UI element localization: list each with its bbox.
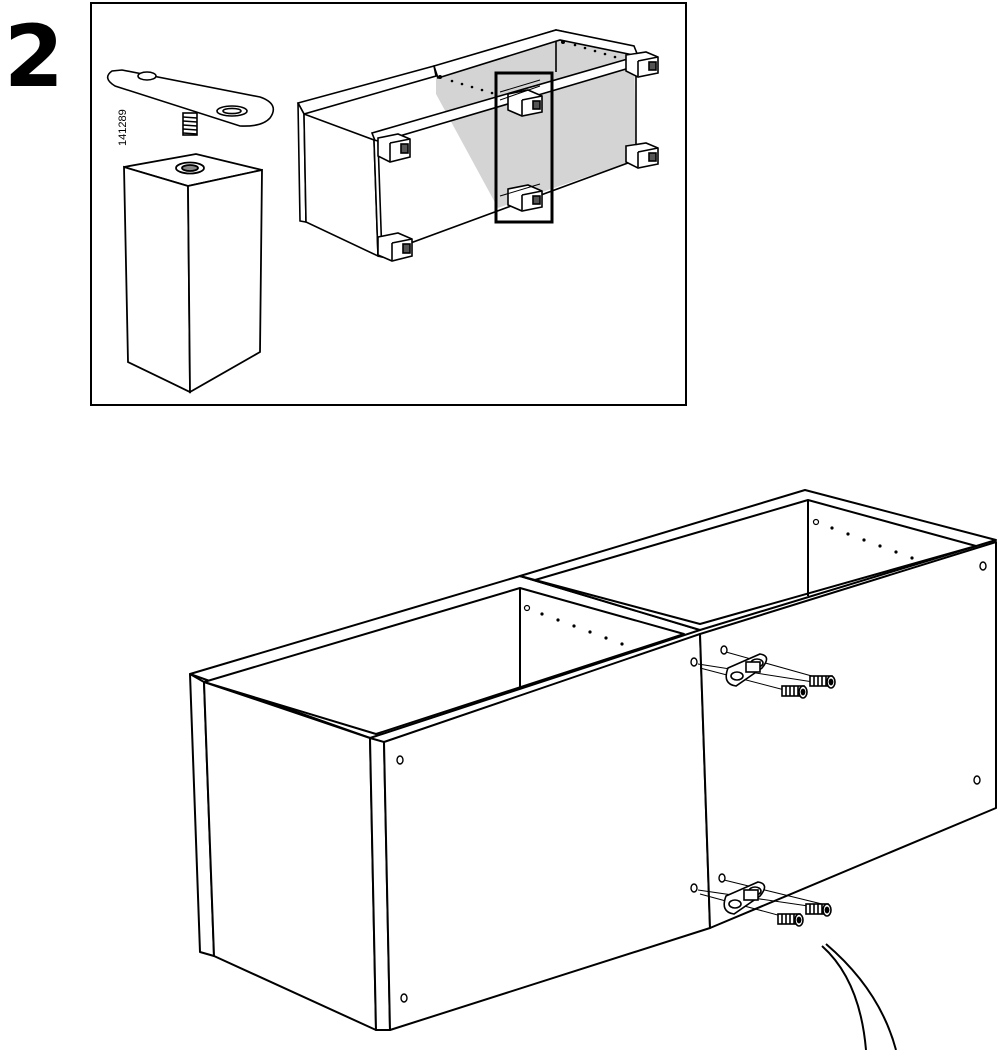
cabinet-connector-icon bbox=[377, 51, 659, 262]
screw-icon bbox=[805, 903, 832, 917]
step-number: 2 bbox=[4, 7, 64, 107]
detail-panel: 141289 bbox=[90, 2, 687, 406]
callout-line bbox=[825, 943, 897, 1050]
shelf-holes bbox=[438, 40, 617, 95]
connector-lower bbox=[697, 879, 832, 927]
mounting-plate-icon bbox=[106, 69, 275, 136]
screw-icon bbox=[781, 685, 808, 699]
highlight-box bbox=[494, 71, 554, 224]
shelf-holes-main bbox=[523, 518, 914, 646]
furniture-leg-icon bbox=[123, 153, 263, 394]
small-cabinet bbox=[296, 29, 659, 262]
highlighted-connectors bbox=[499, 79, 543, 212]
screw-icon bbox=[777, 913, 804, 927]
screw-icon bbox=[809, 675, 836, 689]
main-assembly bbox=[189, 489, 997, 1031]
callout-line bbox=[821, 945, 867, 1050]
article-number-label: 141289 bbox=[117, 109, 129, 146]
connector-upper bbox=[697, 651, 836, 699]
